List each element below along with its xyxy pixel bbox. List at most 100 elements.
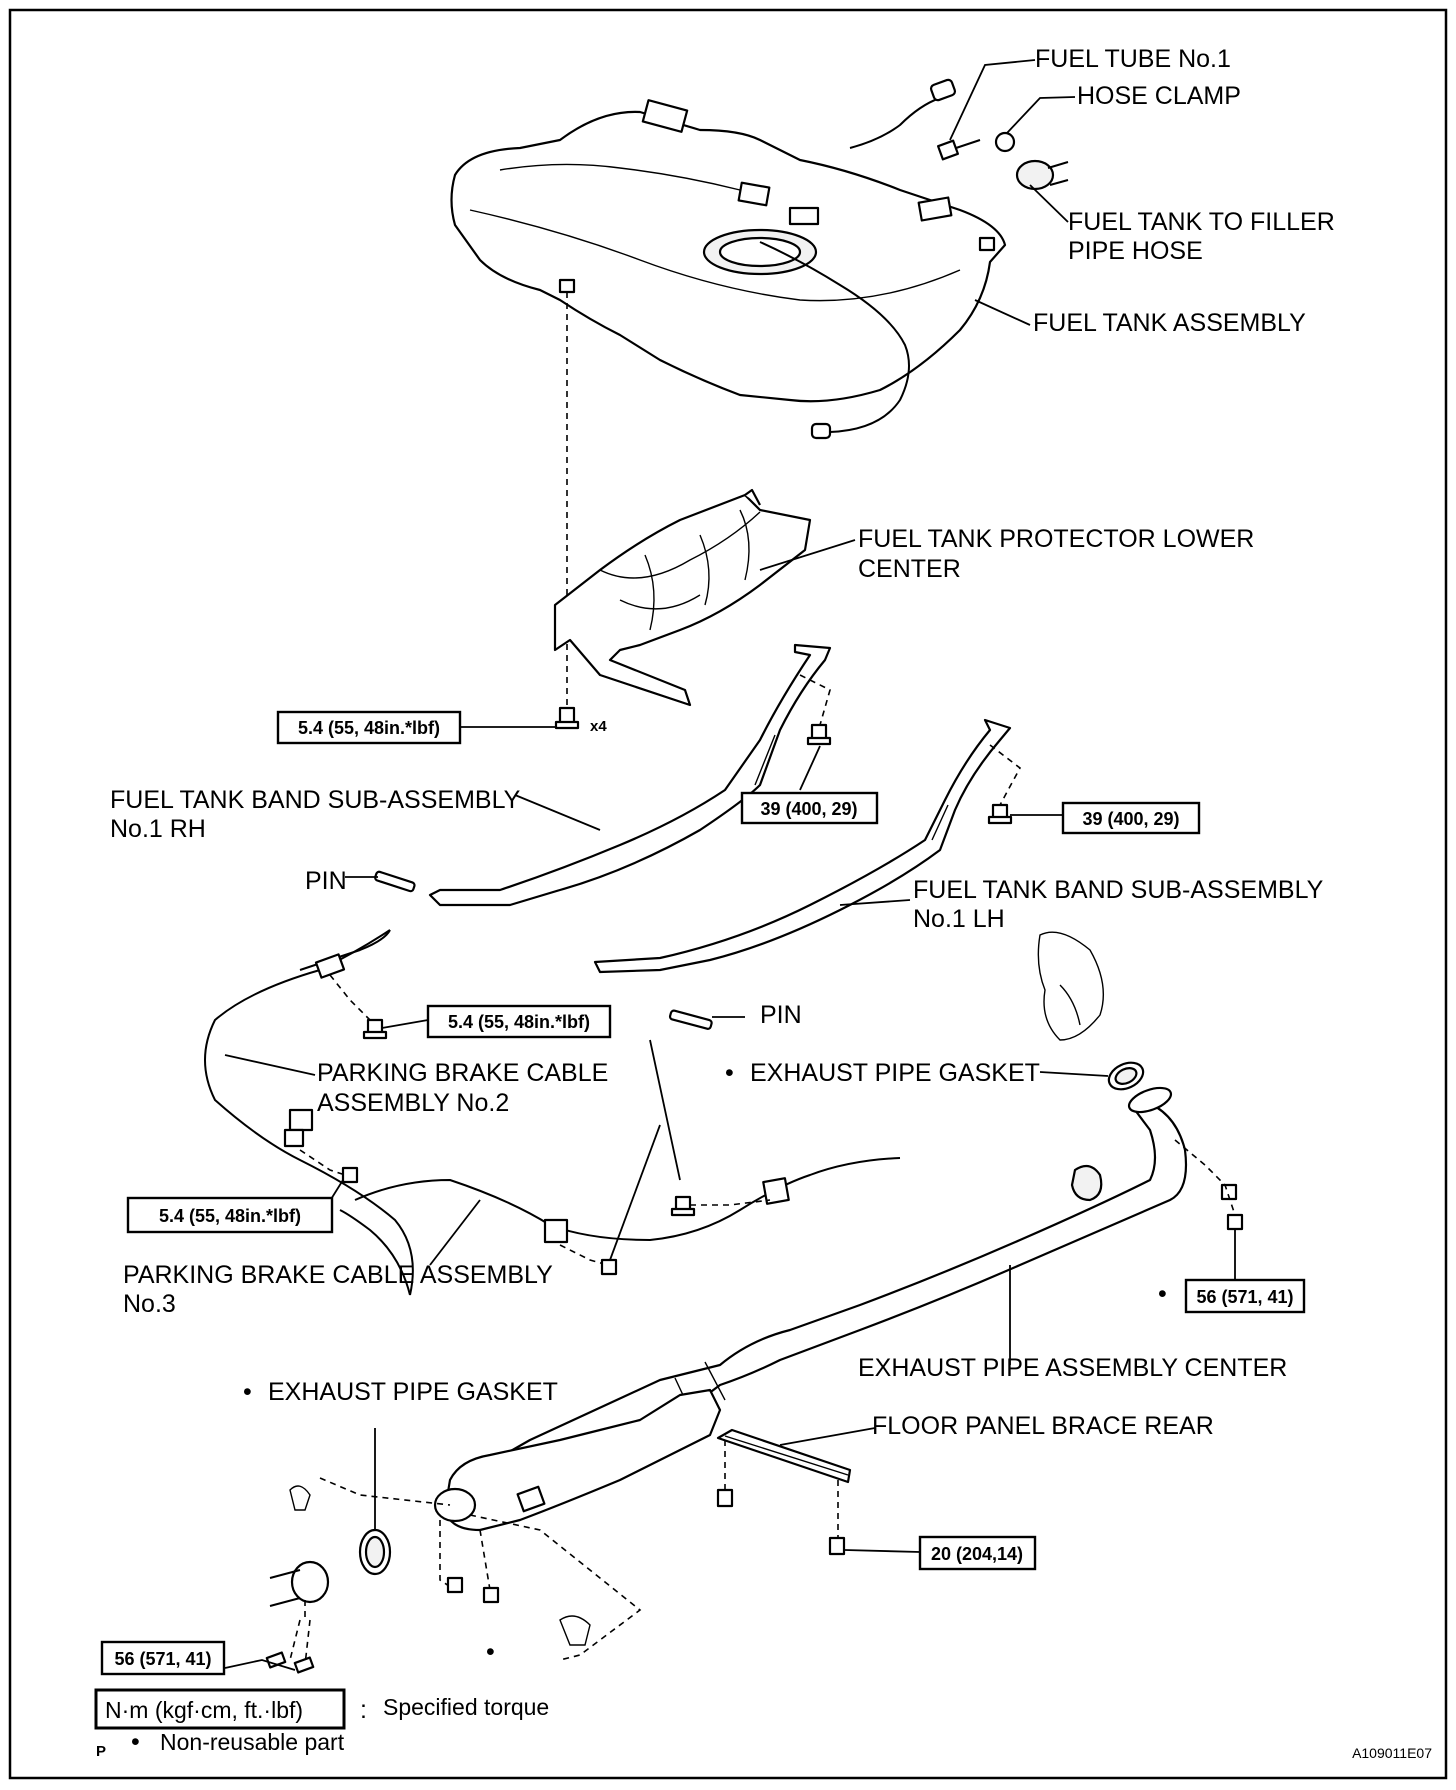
- torque-box-6: [1184, 1278, 1306, 1314]
- leader-torque-4: [381, 1019, 429, 1029]
- leader-cable-2: [224, 1054, 316, 1076]
- label-band-lh-1: FUEL TANK BAND SUB-ASSEMBLY: [913, 876, 1324, 904]
- dash-cable2-bolt: [329, 974, 371, 1021]
- torque-box-4: [426, 1004, 612, 1039]
- bolt-brace-a: [716, 1488, 734, 1508]
- label-filler-hose-2: PIPE HOSE: [1068, 237, 1203, 265]
- label-exhaust-center: EXHAUST PIPE ASSEMBLY CENTER: [858, 1354, 1287, 1382]
- fuel-tank-assembly-drawing: [450, 78, 1069, 440]
- leader-torque-7: [844, 1549, 921, 1553]
- label-filler-hose-1: FUEL TANK TO FILLER: [1068, 208, 1335, 236]
- bolt-cable2: [362, 1018, 388, 1040]
- leader-cable-3: [429, 1199, 481, 1266]
- floor-panel-brace-drawing: [716, 1428, 852, 1484]
- exhaust-pipe-center-drawing: [269, 931, 1244, 1646]
- torque-2: 39 (400, 29): [760, 799, 857, 819]
- label-brake-cable-2-2: ASSEMBLY No.2: [317, 1089, 509, 1117]
- legend-nonreusable: Non-reusable part: [160, 1729, 345, 1755]
- bolt-cable3-c: [670, 1195, 696, 1217]
- torque-box-3: [1061, 801, 1201, 835]
- parking-brake-cable-2-drawing: [204, 929, 414, 1296]
- torque-box-2: [740, 791, 879, 825]
- label-brake-cable-2-1: PARKING BRAKE CABLE: [317, 1059, 608, 1087]
- qty-x4: x4: [590, 718, 607, 735]
- label-protector-1: FUEL TANK PROTECTOR LOWER: [858, 525, 1254, 553]
- nonreusable-dot-gasket-upper: •: [725, 1059, 734, 1087]
- dash-exhaust-bolts: [439, 1520, 491, 1591]
- torque-8: 56 (571, 41): [114, 1649, 211, 1669]
- pin-lh: [668, 1009, 713, 1030]
- torque-box-8: [100, 1640, 226, 1676]
- label-exhaust-gasket-lower: EXHAUST PIPE GASKET: [268, 1378, 558, 1406]
- nonreusable-dot-gasket-lower: •: [243, 1378, 252, 1406]
- label-exhaust-gasket-upper: EXHAUST PIPE GASKET: [750, 1059, 1040, 1087]
- diagram-frame: [8, 8, 1448, 1780]
- bolt-exhaust-lower-b: [482, 1586, 500, 1604]
- bolt-flange-a: [265, 1651, 287, 1669]
- leader-torque-2: [799, 745, 821, 791]
- parking-brake-cable-3-drawing: [339, 1157, 901, 1296]
- leader-filler-hose: [1029, 184, 1069, 223]
- leader-torque-8: [224, 1659, 296, 1671]
- nonreusable-dot-lower: •: [486, 1638, 495, 1666]
- label-pin-1: PIN: [305, 867, 347, 895]
- label-band-lh-2: No.1 LH: [913, 905, 1005, 933]
- label-brake-cable-3-2: No.3: [123, 1290, 176, 1318]
- torque-4: 5.4 (55, 48in.*lbf): [448, 1012, 590, 1032]
- torque-6: 56 (571, 41): [1196, 1287, 1293, 1307]
- leader-fuel-tank: [974, 299, 1031, 326]
- nonreusable-dot-t6: •: [1158, 1280, 1167, 1308]
- torque-5: 5.4 (55, 48in.*lbf): [159, 1206, 301, 1226]
- torque-box-1: [276, 710, 462, 745]
- figure-code: A109011E07: [1352, 1745, 1432, 1761]
- label-protector-2: CENTER: [858, 555, 961, 583]
- dash-band-lh-bolt: [989, 744, 1022, 806]
- legend-colon: :: [360, 1696, 367, 1724]
- legend-dot: •: [131, 1728, 140, 1756]
- bolt-protector: [554, 706, 580, 730]
- legend-p-mark: P: [96, 1743, 106, 1760]
- label-band-rh-1: FUEL TANK BAND SUB-ASSEMBLY: [110, 786, 521, 814]
- leader-band-rh: [514, 794, 601, 831]
- dash-exhaust-front: [319, 1477, 451, 1506]
- dash-exhaust-rear: [469, 1514, 642, 1661]
- label-pin-2: PIN: [760, 1001, 802, 1029]
- leader-pin-cable-a: [649, 1039, 681, 1181]
- leader-protector: [759, 539, 856, 571]
- bolt-band-rh: [806, 723, 832, 746]
- torque-1: 5.4 (55, 48in.*lbf): [298, 718, 440, 738]
- fuel-tank-protector-drawing: [553, 488, 812, 707]
- leader-pin-cable-b: [609, 1124, 661, 1261]
- leader-floor-brace: [779, 1427, 876, 1446]
- torque-box-7: [918, 1535, 1037, 1571]
- label-fuel-tube-no1: FUEL TUBE No.1: [1035, 45, 1231, 73]
- legend-torque-box: [94, 1688, 346, 1730]
- torque-box-5: [126, 1196, 334, 1234]
- label-band-rh-2: No.1 RH: [110, 815, 206, 843]
- leader-fuel-tube: [949, 59, 1036, 141]
- bolt-flange-b: [293, 1656, 315, 1674]
- torque-7: 20 (204,14): [931, 1544, 1023, 1564]
- bolt-cable3-a: [341, 1166, 359, 1184]
- label-brake-cable-3-1: PARKING BRAKE CABLE ASSEMBLY: [123, 1261, 553, 1289]
- label-fuel-tank-assembly: FUEL TANK ASSEMBLY: [1033, 309, 1306, 337]
- dash-cable3-bolt-b: [559, 1244, 609, 1266]
- bolt-brace-b: [828, 1536, 846, 1556]
- dash-brace-bolts: [724, 1440, 839, 1538]
- dash-cable3-bolt-c: [690, 1199, 771, 1206]
- label-hose-clamp: HOSE CLAMP: [1077, 82, 1241, 110]
- torque-3: 39 (400, 29): [1082, 809, 1179, 829]
- bolt-band-lh: [987, 803, 1013, 825]
- fuel-tank-band-lh-drawing: [593, 718, 1012, 974]
- pin-rh: [374, 870, 416, 893]
- dash-cable3-bolt-a: [299, 1149, 346, 1176]
- bolt-cable3-b: [600, 1258, 618, 1276]
- leader-hose-clamp: [1006, 96, 1076, 134]
- leader-band-lh: [839, 899, 911, 906]
- dash-band-rh-bolt: [799, 674, 831, 726]
- legend-torque-unit: N·m (kgf·cm, ft.·lbf): [105, 1697, 303, 1723]
- dash-flange-bolts: [289, 1600, 311, 1666]
- label-floor-brace: FLOOR PANEL BRACE REAR: [872, 1412, 1214, 1440]
- bolt-exhaust-lower-a: [446, 1576, 464, 1594]
